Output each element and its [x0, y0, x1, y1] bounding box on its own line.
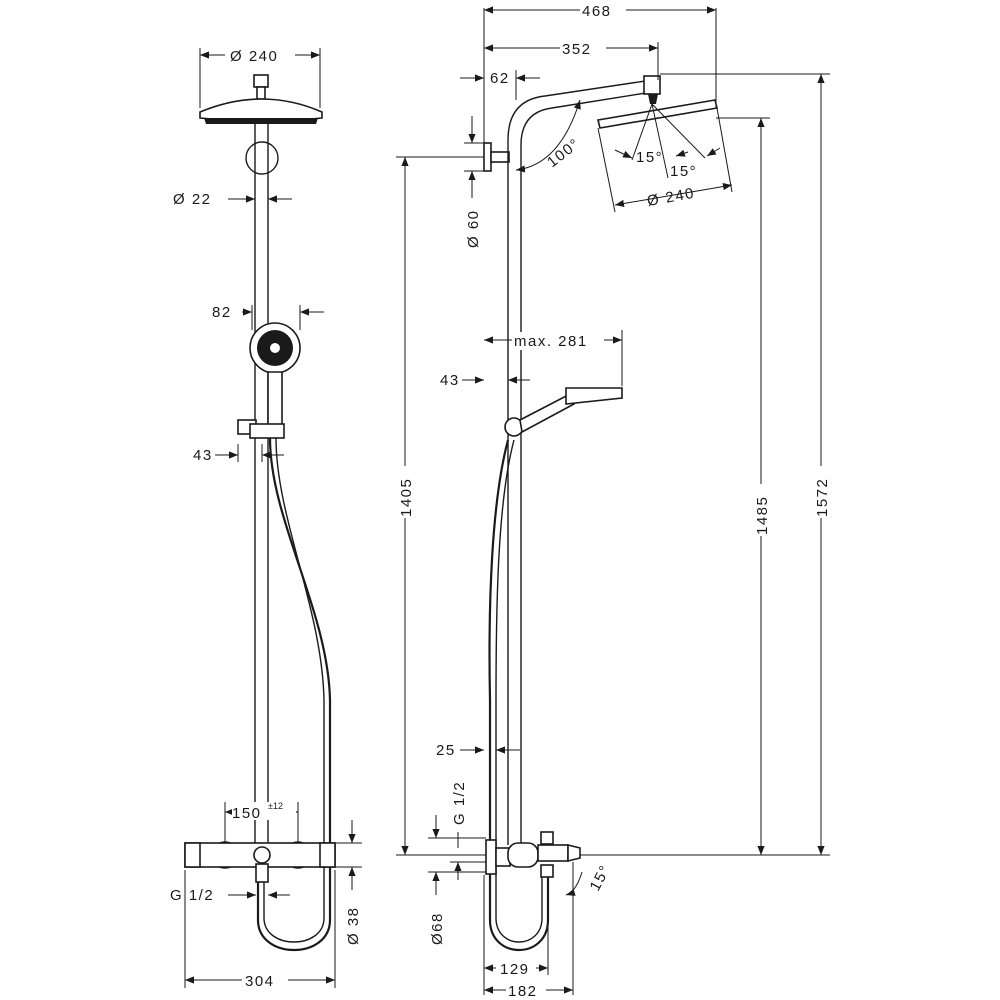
- side-arm-angle-label: 100°: [544, 135, 584, 171]
- side-tilt-angle-b-label: 15°: [670, 163, 697, 180]
- side-arm-projection-label: 352: [562, 41, 592, 58]
- side-wall-gap-label: 25: [436, 742, 456, 759]
- side-handshower-offset-label: 43: [440, 372, 460, 389]
- side-height-1405-label: 1405: [398, 478, 415, 517]
- side-spout-angle-label: 15°: [587, 862, 615, 894]
- overhead-shower-side: [597, 99, 718, 129]
- front-mixer-diameter-label: Ø 38: [345, 906, 362, 945]
- side-flange-diameter-label: Ø 60: [465, 209, 482, 248]
- side-inlet-thread-label: G 1/2: [451, 781, 468, 825]
- spray-angle-lines: [597, 103, 733, 213]
- front-handshower-width-label: 82: [212, 304, 232, 321]
- side-mixer-depth-182-label: 182: [508, 983, 538, 1000]
- front-handshower-offset-label: 43: [193, 447, 213, 464]
- wall-bracket-front: [245, 141, 279, 175]
- side-height-1485-label: 1485: [754, 496, 771, 535]
- wall-flange-side: [483, 142, 510, 172]
- front-inlet-thread-label: G 1/2: [170, 887, 214, 904]
- front-pipe-diameter-label: Ø 22: [173, 191, 212, 208]
- thermostat-mixer-front: [184, 841, 336, 883]
- thermostat-mixer-side: [485, 831, 581, 878]
- side-handshower-reach-label: max. 281: [514, 333, 588, 350]
- side-mixer-depth-129-label: 129: [500, 961, 530, 978]
- side-view: 468 352 62 100° 15° 15° Ø 240 Ø 60 max. …: [395, 2, 831, 1000]
- side-total-projection-label: 468: [582, 3, 612, 20]
- riser-arm-side: [507, 75, 661, 845]
- overhead-shower-front: [199, 74, 323, 124]
- front-mixer-width-label: 304: [245, 973, 275, 990]
- front-inlet-tolerance-label: ±12: [268, 801, 283, 811]
- riser-pipe-front: [254, 124, 269, 845]
- side-arm-offset-label: 62: [490, 70, 510, 87]
- front-overhead-diameter-label: Ø 240: [230, 48, 278, 65]
- side-height-1572-label: 1572: [814, 478, 831, 517]
- hose-side: [488, 439, 550, 952]
- side-head-diameter-label: Ø 240: [646, 185, 697, 210]
- hand-shower-side: [504, 387, 623, 437]
- front-view: Ø 240 Ø 22 82 43 150 ±12 G 1/2 Ø 38 304: [170, 46, 362, 990]
- side-tilt-angle-a-label: 15°: [636, 149, 663, 166]
- hand-shower-front: [237, 322, 301, 439]
- side-mixer-diameter-label: Ø68: [429, 912, 446, 945]
- front-inlet-distance-label: 150: [232, 805, 262, 822]
- hose-front: [256, 437, 332, 951]
